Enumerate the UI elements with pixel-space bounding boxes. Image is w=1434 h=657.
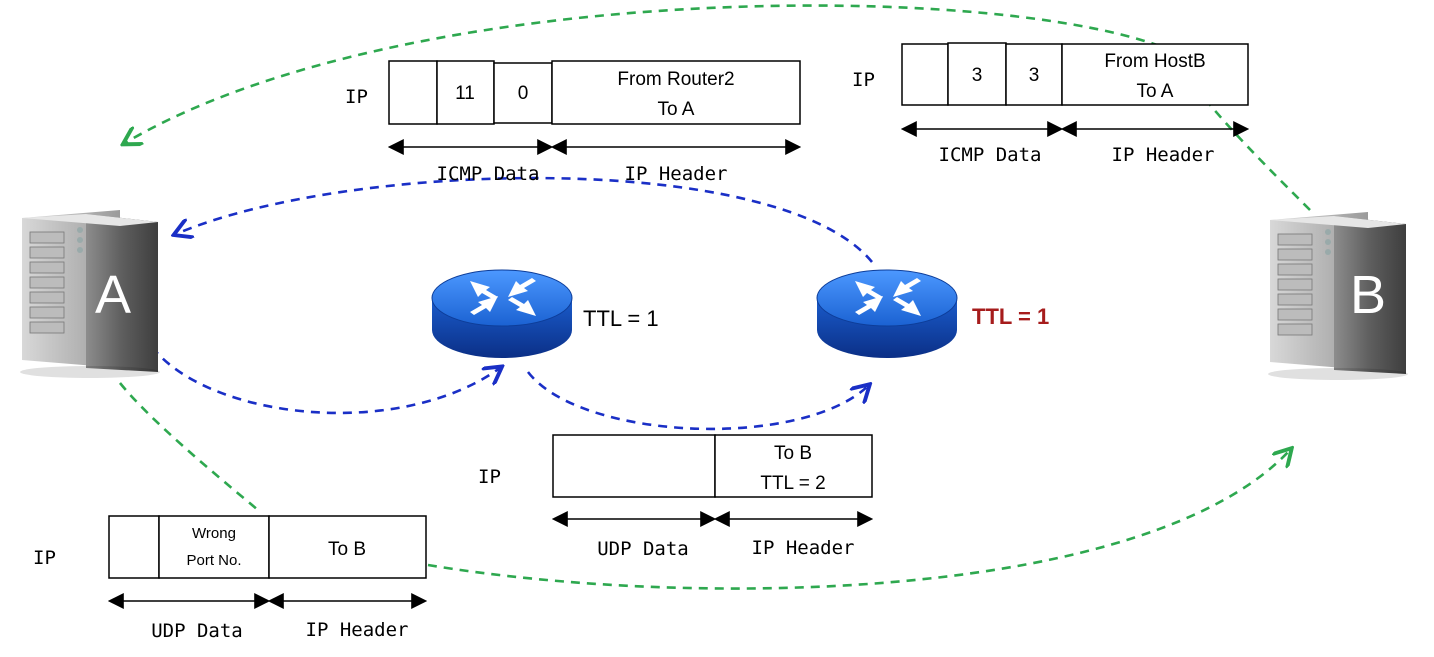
ip-header-text: To B <box>328 539 366 560</box>
port-cell-line2: Port No. <box>186 552 241 569</box>
icmp-code-cell: 3 <box>1029 65 1040 86</box>
router-1-icon <box>431 269 573 358</box>
packet-ip-label: IP <box>345 86 368 108</box>
blue-path-router1-to-router2 <box>526 371 868 431</box>
ip-header-line1: From HostB <box>1104 51 1205 72</box>
ip-header-line1: To B <box>774 443 812 464</box>
router-2-ttl-label: TTL = 1 <box>972 304 1049 329</box>
packet-router2-reply: IP 11 0 From Router2 To A ICMP Data IP H… <box>345 60 802 185</box>
green-path-a-to-packet <box>118 382 259 511</box>
ip-header-label: IP Header <box>306 619 409 641</box>
host-b-server-icon <box>1268 212 1408 380</box>
packet-ip-label: IP <box>478 466 501 488</box>
ip-header-label: IP Header <box>625 163 728 185</box>
host-b-label: B <box>1350 265 1386 325</box>
packet-udp-wrong-port: IP Wrong Port No. To B UDP Data IP Heade… <box>33 515 428 642</box>
icmp-code-cell: 0 <box>518 83 529 104</box>
ip-header-line1: From Router2 <box>617 69 734 90</box>
router-2-icon <box>816 269 958 358</box>
icmp-data-label: ICMP Data <box>437 163 540 185</box>
packet-hostb-reply: IP 3 3 From HostB To A ICMP Data IP Head… <box>852 42 1250 166</box>
port-cell-line1: Wrong <box>192 525 236 542</box>
udp-data-label: UDP Data <box>597 538 689 560</box>
icmp-type-cell: 11 <box>455 83 475 104</box>
host-a-server-icon <box>20 210 160 378</box>
blue-path-a-to-router1 <box>150 346 500 415</box>
blue-reply-path-router2-to-a <box>176 176 874 263</box>
ip-header-line2: To A <box>658 99 695 120</box>
icmp-data-label: ICMP Data <box>939 144 1042 166</box>
ip-header-line2: To A <box>1137 81 1174 102</box>
icmp-type-cell: 3 <box>972 65 983 86</box>
green-path-packet-to-b <box>427 450 1290 590</box>
packet-udp-ttl2: IP To B TTL = 2 UDP Data IP Header <box>478 434 874 560</box>
packet-ip-label: IP <box>852 69 875 91</box>
packet-ip-label: IP <box>33 547 56 569</box>
ip-header-label: IP Header <box>1112 144 1215 166</box>
ip-header-line2: TTL = 2 <box>760 473 825 494</box>
host-a-label: A <box>95 265 131 325</box>
ip-header-label: IP Header <box>752 537 855 559</box>
udp-data-label: UDP Data <box>151 620 243 642</box>
router-1-ttl-label: TTL = 1 <box>583 306 659 331</box>
